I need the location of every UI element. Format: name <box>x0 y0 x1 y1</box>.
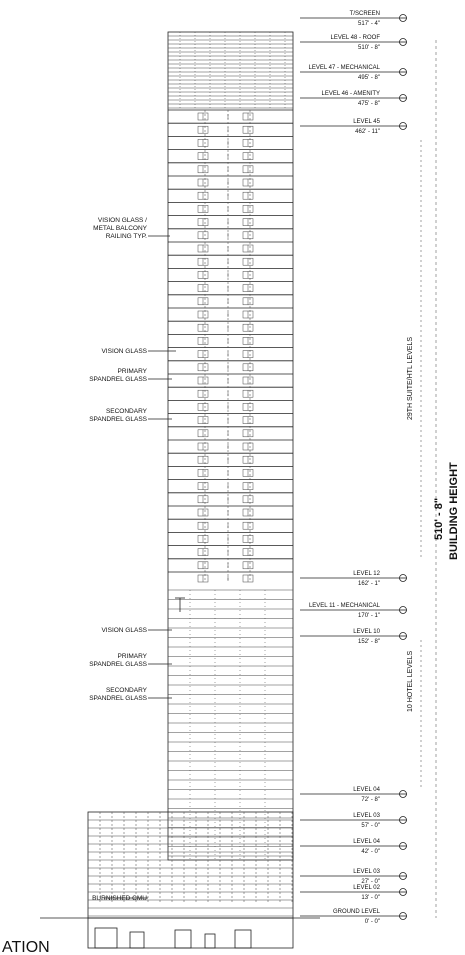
level-name: LEVEL 11 - MECHANICAL <box>309 603 381 609</box>
entrance-opening <box>234 929 252 949</box>
level-name: LEVEL 48 - ROOF <box>331 35 381 41</box>
material-label: METAL BALCONY <box>93 225 147 232</box>
level-elevation: 517' - 4" <box>358 21 380 27</box>
entrance-opening <box>174 929 192 949</box>
level-elevation: 72' - 8" <box>361 797 380 803</box>
lower-zone-label: 10 HOTEL LEVELS <box>407 650 414 712</box>
building-height-value: 510' - 8" <box>433 498 445 540</box>
level-name: T/SCREEN <box>350 11 380 17</box>
level-name: LEVEL 03 <box>353 869 380 875</box>
level-elevation: 495' - 8" <box>358 75 380 81</box>
level-name: LEVEL 03 <box>353 813 380 819</box>
level-name: LEVEL 02 <box>353 885 380 891</box>
drawing-title-fragment: ATION <box>2 939 50 955</box>
building-height-label: BUILDING HEIGHT <box>448 462 460 560</box>
level-name: LEVEL 47 - MECHANICAL <box>309 65 381 71</box>
level-elevation: 475' - 8" <box>358 101 380 107</box>
material-label: SPANDREL GLASS <box>89 695 147 702</box>
level-elevation: 510' - 8" <box>358 45 380 51</box>
material-label: VISION GLASS / <box>98 217 147 224</box>
level-name: LEVEL 04 <box>353 839 380 845</box>
material-label: SPANDREL GLASS <box>89 661 147 668</box>
material-label: RAILING TYP. <box>106 233 147 240</box>
level-elevation: 27' - 0" <box>361 879 380 885</box>
dimension-lines <box>420 40 437 918</box>
ground-base <box>87 917 294 949</box>
material-label: VISION GLASS <box>101 627 147 634</box>
entrance-opening <box>94 927 118 949</box>
material-label: PRIMARY <box>118 653 148 660</box>
tower-facade <box>167 31 294 861</box>
level-name: LEVEL 04 <box>353 787 380 793</box>
material-label: SECONDARY <box>106 408 148 415</box>
level-name: LEVEL 46 - AMENITY <box>322 91 380 97</box>
material-label: SPANDREL GLASS <box>89 376 147 383</box>
level-elevation: 462' - 11" <box>355 129 380 135</box>
material-label: PRIMARY <box>118 368 148 375</box>
entrance-opening <box>129 931 145 949</box>
level-elevation: 0' - 0" <box>365 919 380 925</box>
material-label: SPANDREL GLASS <box>89 416 147 423</box>
podium-facade <box>40 811 320 949</box>
level-elevation: 152' - 8" <box>358 639 380 645</box>
level-elevation: 162' - 1" <box>358 581 380 587</box>
level-elevation: 57' - 0" <box>361 823 380 829</box>
level-elevation: 170' - 1" <box>358 613 380 619</box>
upper-zone-label: 29TH SUITE/HTL LEVELS <box>407 337 414 420</box>
level-elevation: 13' - 0" <box>361 895 380 901</box>
level-name: LEVEL 10 <box>353 629 380 635</box>
level-name: LEVEL 12 <box>353 571 380 577</box>
material-label: BURNISHED CMU <box>92 895 147 902</box>
level-name: LEVEL 45 <box>353 119 380 125</box>
material-label: VISION GLASS <box>101 348 147 355</box>
level-name: GROUND LEVEL <box>333 909 381 915</box>
tower-outline <box>167 31 294 861</box>
level-markers: T/SCREEN 517' - 4" LEVEL 48 - ROOF 510' - 8… <box>300 11 407 925</box>
entrance-opening <box>204 933 216 949</box>
material-label: SECONDARY <box>106 687 148 694</box>
level-elevation: 42' - 0" <box>361 849 380 855</box>
